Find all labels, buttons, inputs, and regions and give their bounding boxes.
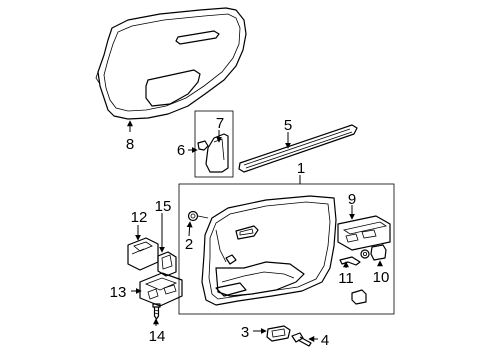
part-12-switch bbox=[127, 237, 159, 271]
callout-15: 15 bbox=[155, 198, 172, 215]
callout-6: 6 bbox=[177, 142, 185, 159]
part-6-clip bbox=[197, 140, 209, 151]
part-5-belt-moulding bbox=[238, 124, 358, 173]
callout-14: 14 bbox=[149, 328, 166, 345]
callout-4: 4 bbox=[321, 332, 329, 349]
callout-2: 2 bbox=[185, 236, 193, 253]
part-13-switch-housing bbox=[139, 272, 183, 307]
callout-1: 1 bbox=[297, 160, 305, 177]
callout-8: 8 bbox=[126, 136, 134, 153]
part-8-door-panel bbox=[95, 7, 247, 120]
callout-10: 10 bbox=[373, 269, 390, 286]
part-15-knob bbox=[157, 251, 177, 277]
part-11-bracket bbox=[339, 249, 370, 266]
leader-lines bbox=[127, 120, 383, 342]
callout-5: 5 bbox=[284, 117, 292, 134]
part-6-7-group bbox=[194, 110, 234, 178]
assembly-1-box bbox=[178, 183, 395, 315]
part-4-screw bbox=[291, 332, 312, 347]
part-7-cover bbox=[205, 133, 229, 173]
callout-12: 12 bbox=[131, 209, 148, 226]
callout-11: 11 bbox=[338, 270, 354, 287]
part-14-screw bbox=[152, 303, 161, 320]
part-9-switch-base bbox=[337, 215, 391, 251]
detail-box bbox=[194, 110, 234, 178]
callout-13: 13 bbox=[110, 284, 127, 301]
callout-3: 3 bbox=[241, 324, 249, 341]
callout-9: 9 bbox=[348, 191, 356, 208]
small-clip bbox=[351, 289, 367, 305]
part-3-clip bbox=[266, 325, 291, 342]
part-2-clip bbox=[187, 210, 209, 222]
callout-7: 7 bbox=[216, 115, 224, 132]
part-10-clip bbox=[370, 244, 387, 261]
part-1-door-trim bbox=[201, 195, 337, 306]
